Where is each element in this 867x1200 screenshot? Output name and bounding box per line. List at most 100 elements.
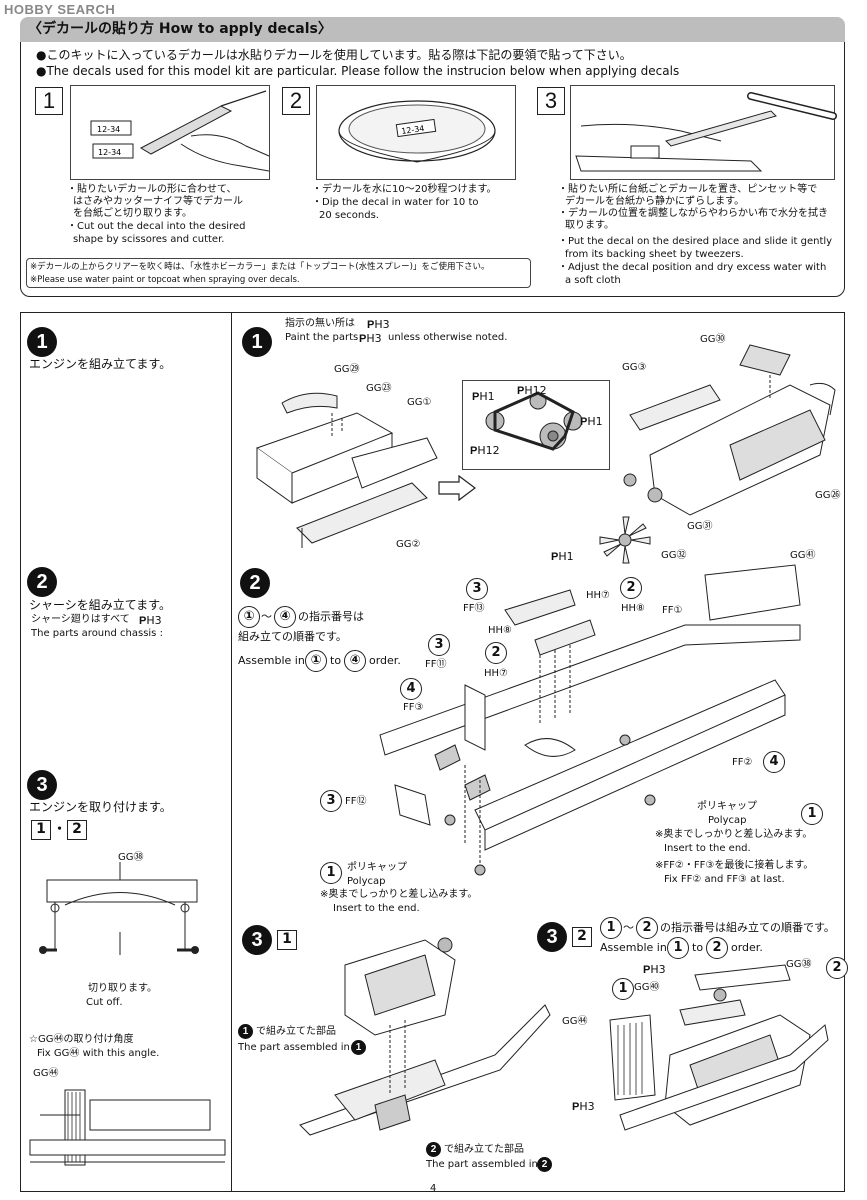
label-gg44-right: GG㊹: [562, 1016, 588, 1027]
step-2-order-en-2: to: [330, 654, 342, 667]
step-3-1-sub: 1: [277, 930, 297, 950]
left-step-3-angle-jp: ☆GG㊹の取り付け角度: [29, 1034, 134, 1045]
order-3c: 3: [320, 790, 342, 812]
left-step-3-part-label: GG㊳: [118, 852, 144, 863]
step-3-1-part2-en: The part assembled in: [426, 1159, 538, 1170]
step-3-2-order-tilde: ～: [623, 921, 634, 934]
step-3-1-ref-a: 1: [238, 1024, 253, 1039]
label-gg40: GG㊵: [634, 982, 660, 993]
step-3-2-order-jp-2: の指示番号は組み立ての順番です。: [660, 921, 835, 934]
step-2-order-tilde: ～: [261, 610, 272, 623]
decal-intro-jp: ●このキットに入っているデカールは水貼りデカールを使用しています。貼る際は下記の…: [36, 48, 632, 62]
decal-title-bar: [20, 17, 845, 42]
left-step-2-number: 2: [27, 567, 57, 597]
page-number: 4: [430, 1183, 437, 1194]
step-2-order-jp-3: 組み立ての順番です。: [238, 630, 347, 643]
label-gg23: GG㉓: [366, 383, 392, 394]
chassis-frame-drawing: [379, 564, 801, 876]
main-frame: [20, 312, 845, 1192]
decal-step-1-illustration: 12-34 12-34: [70, 85, 270, 180]
column-divider: [231, 312, 233, 1192]
label-ff2: FF②: [732, 757, 753, 768]
belt-paint-h12-b: PH12: [470, 444, 500, 457]
fan-paint-h1: PH1: [551, 550, 574, 563]
decal-step-3-jp-1: ・貼りたい所に台紙ごとデカールを置き、ピンセット等で: [558, 184, 818, 195]
engine-part-assembly-drawing: [255, 392, 438, 548]
decal-intro-en: ●The decals used for this model kit are …: [36, 64, 680, 78]
order-4b: 4: [763, 751, 785, 773]
label-gg41: GG㊶: [790, 550, 816, 561]
fix-last-note-jp: ※FF②・FF③を最後に接着します。: [655, 860, 814, 871]
label-hh7-b: HH⑦: [484, 668, 509, 679]
cutting-illustration: 12-34 12-34: [90, 90, 270, 172]
left-step-2-title: シャーシを組み立てます。: [29, 598, 171, 612]
decal-sample-label-1: 12-34: [97, 125, 120, 134]
step-2-order-en-start: ①: [305, 650, 327, 672]
step-3-2-order-2-mark: 2: [826, 957, 848, 979]
belt-paint-h1-b: PH1: [580, 415, 603, 428]
order-3a: 3: [466, 578, 488, 600]
left-step-3-angle-en: Fix GG㊹ with this angle.: [37, 1048, 160, 1059]
order-4a: 4: [400, 678, 422, 700]
polycap2-label-en: Polycap: [347, 876, 386, 887]
right-step-1-note-en: Paint the parts: [285, 332, 359, 343]
step-3-2-order-en-3: order.: [731, 941, 763, 954]
step-2-order-en-1: Assemble in: [238, 654, 305, 667]
insert-note-jp: ※奥までしっかりと差し込みます。: [655, 829, 813, 840]
decal-sample-label-3: 12-34: [401, 124, 425, 136]
decal-step-1-en-1: ・Cut out the decal into the desired: [67, 221, 246, 232]
left-step-3-angle-drawing: [29, 1089, 226, 1166]
order-2b: 2: [485, 642, 507, 664]
left-step-3-dot: ・: [53, 822, 67, 837]
step-2-order-start: ①: [238, 606, 260, 628]
label-gg31: GG㉛: [687, 521, 713, 532]
decal-step-2-en-1: ・Dip the decal in water for 10 to: [312, 197, 479, 208]
label-gg32: GG㉜: [661, 550, 687, 561]
right-step-1-number: 1: [242, 327, 272, 357]
belt-paint-h12-a: PH12: [517, 384, 547, 397]
decal-step-3-en-4: a soft cloth: [565, 275, 621, 286]
label-ff12: FF⑫: [345, 796, 367, 807]
left-step-3-angle-part: GG㊹: [33, 1068, 59, 1079]
step-3-2-order-en-1: Assemble in: [600, 941, 667, 954]
decal-step-3-en-3: ・Adjust the decal position and dry exces…: [558, 262, 827, 273]
step-3-2-paint-h3-b: PH3: [572, 1100, 595, 1113]
polycap-label-jp: ポリキャップ: [697, 801, 757, 812]
step-3-1-ref-d: 2: [537, 1157, 552, 1172]
label-ff13: FF⑬: [463, 603, 485, 614]
step-3-2-order-en-end: 2: [706, 937, 728, 959]
decal-title: 〈デカールの貼り方 How to apply decals〉: [28, 21, 332, 37]
left-step-3-cut-jp: 切り取ります。: [88, 983, 157, 994]
belt-paint-h1-a: PH1: [472, 390, 495, 403]
left-step-3-title: エンジンを取り付けます。: [29, 800, 172, 814]
step-3-2-number: 3: [537, 922, 567, 952]
decal-step-2-jp-1: ・デカールを水に10～20秒程つけます。: [312, 184, 497, 195]
decal-step-3-number: 3: [537, 87, 565, 115]
step-3-1-ref-c: 2: [426, 1142, 441, 1157]
decal-note-jp: ※デカールの上からクリアーを吹く時は、「水性ホビーカラー」または「トップコート(…: [30, 262, 490, 272]
decal-step-3-illustration: [570, 85, 837, 180]
decal-step-3-en-1: ・Put the decal on the desired place and …: [558, 236, 833, 247]
decal-step-1-jp-1: ・貼りたいデカールの形に合わせて、: [67, 184, 237, 195]
step-3-2-paint-h3-a: PH3: [643, 963, 666, 976]
left-step-1-number: 1: [27, 327, 57, 357]
order-3b: 3: [428, 634, 450, 656]
assembly-arrow-icon: [438, 474, 476, 502]
label-gg26: GG㉖: [815, 490, 841, 501]
decal-sample-label-2: 12-34: [98, 148, 121, 157]
right-step-1-note-code-jp: PH3: [367, 318, 390, 331]
left-step-2-sub-en: The parts around chassis :: [31, 628, 163, 639]
step-3-1-part-en: The part assembled in: [238, 1042, 350, 1053]
left-step-1-title: エンジンを組み立てます。: [29, 357, 172, 371]
decal-step-1-number: 1: [35, 87, 63, 115]
decal-step-3-jp-3: ・デカールの位置を調整しながらやわらかい布で水分を拭き: [558, 208, 828, 219]
fix-last-note-en: Fix FF② and FF③ at last.: [664, 874, 785, 885]
step-3-2-sub: 2: [572, 927, 592, 947]
decal-step-2-illustration: 12-34: [316, 85, 516, 180]
decal-step-3-jp-2: デカールを台紙から静かにずらします。: [565, 196, 745, 207]
engine-block-drawing: [623, 344, 836, 516]
step-3-2-order-1-mark: 1: [612, 978, 634, 1000]
label-ff11: FF⑪: [425, 659, 447, 670]
order-1b: 1: [320, 862, 342, 884]
left-step-3-bracket-drawing: [39, 862, 199, 955]
